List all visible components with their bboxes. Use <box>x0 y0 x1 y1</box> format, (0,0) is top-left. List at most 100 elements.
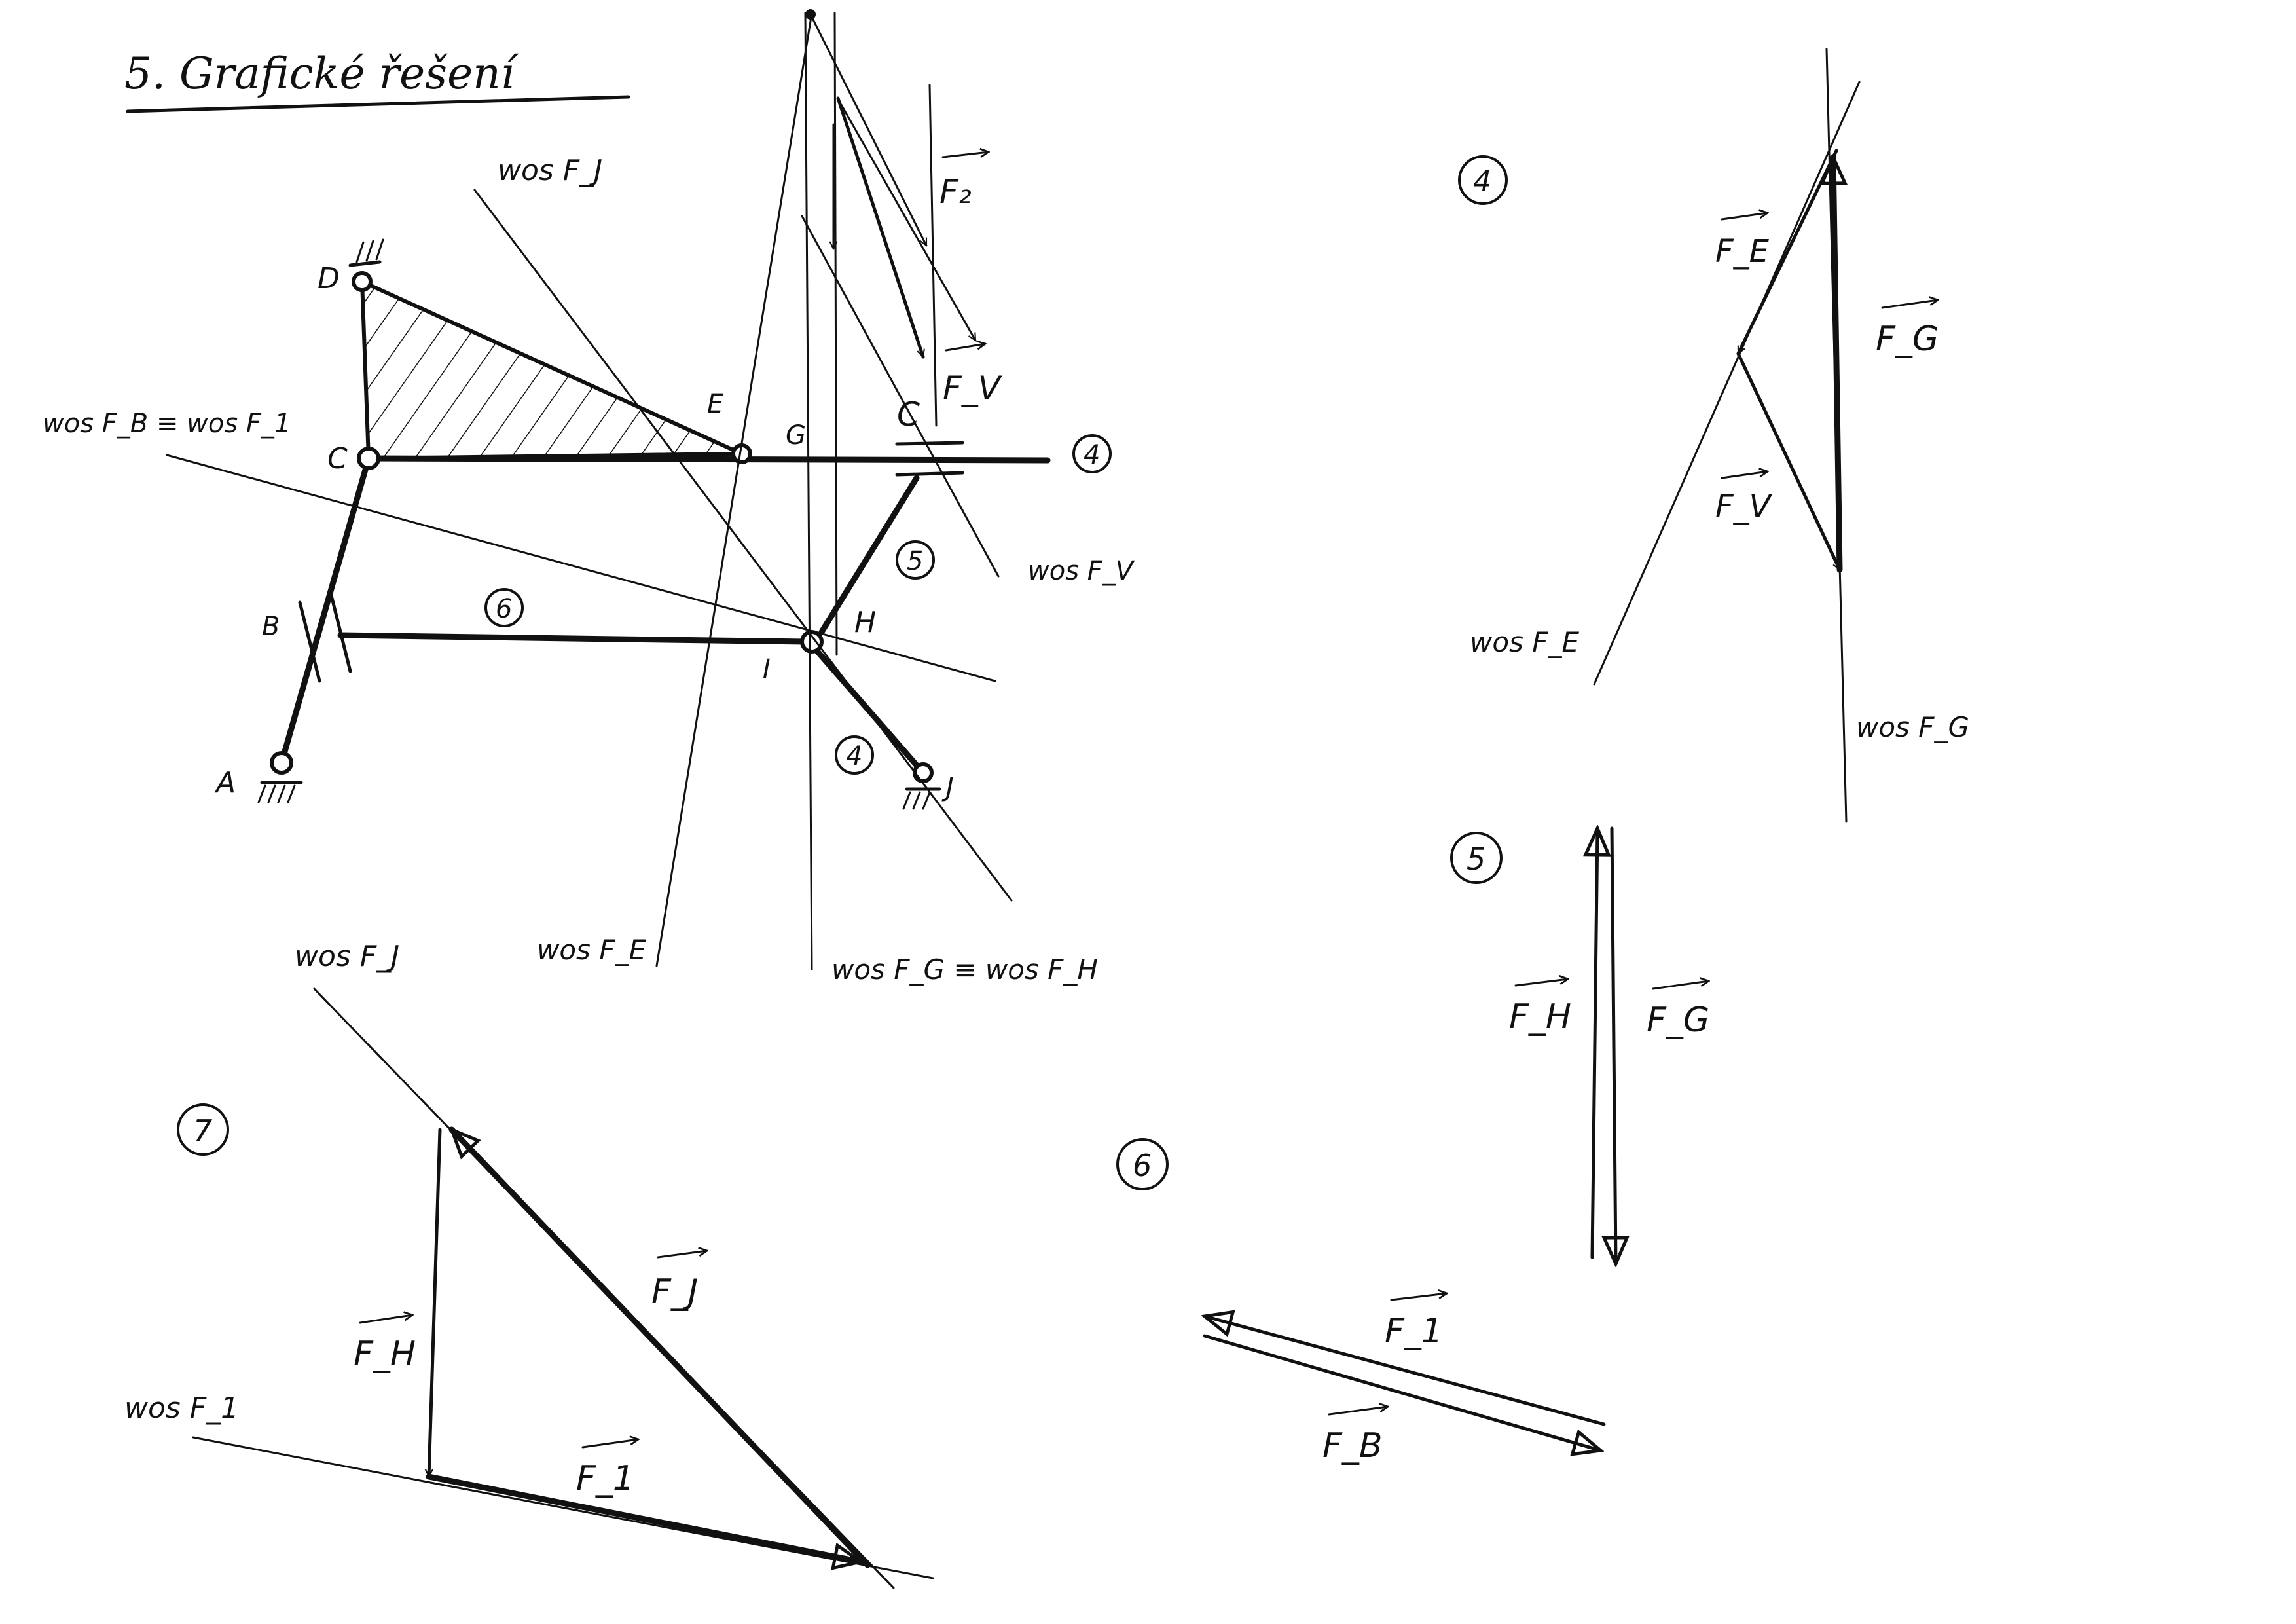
polygon-6-number: 6 <box>1133 1148 1152 1183</box>
member-g-short-double <box>895 441 964 446</box>
polygon-5-number: 5 <box>1467 841 1485 877</box>
polygon-7-vec-fj <box>657 1251 707 1259</box>
joint-c <box>357 447 380 470</box>
member-number-6-circle <box>484 588 524 627</box>
rigid-body-triangle <box>359 278 743 461</box>
polygon-6-label-fb: F_B <box>1322 1426 1383 1466</box>
polygon-4-label-fe: F_E <box>1715 233 1770 270</box>
polygon-5-vec-fh <box>1514 979 1568 987</box>
force-fv-arrow <box>836 96 923 359</box>
member-number-5-circle <box>896 540 935 580</box>
vec-mark-f2 <box>941 152 989 158</box>
member-number-4-right: 4 <box>1084 440 1100 470</box>
polygon-7-label-wos-f1: wos F_1 <box>124 1392 239 1425</box>
polygon-7-f1-arrow <box>426 1473 861 1562</box>
polygon-7-fj-arrow <box>448 1130 871 1568</box>
polygon-5-label-fg: F_G <box>1647 1001 1709 1040</box>
polygon-5-number-circle <box>1450 832 1503 884</box>
polygon-6-fb-arrow <box>1203 1334 1601 1450</box>
label-point-g: G <box>786 420 806 451</box>
joint-a <box>270 751 293 775</box>
heading-underline <box>126 95 630 113</box>
polygon-4-vec-fg <box>1881 300 1938 309</box>
label-point-i: I <box>763 654 771 684</box>
wos-fg-fh-line <box>804 12 813 970</box>
label-point-a: A <box>214 766 236 800</box>
polygon-6-label-f1: F_1 <box>1385 1312 1443 1351</box>
support-d-ground <box>348 238 384 267</box>
polygon-7-vec-f1 <box>581 1439 638 1449</box>
polygon-4-vec-fv <box>1721 471 1768 479</box>
polygon-4-number: 4 <box>1473 165 1491 198</box>
polygon-7-label-f1: F_1 <box>576 1459 634 1498</box>
force-polygon-5: 5 F_H F_G <box>1450 826 1709 1264</box>
slider-b-rail-2 <box>329 591 352 673</box>
polygon-7-label-fj: F_J <box>651 1272 698 1312</box>
polygon-7-number-circle <box>177 1103 229 1156</box>
vertical-g-line <box>833 12 838 656</box>
force-polygon-6: 6 F_1 F_B <box>1116 1138 1606 1466</box>
vec-mark-fv <box>945 344 985 352</box>
force-polygon-7: 7 wos F_J wos F_1 F_J F_H F_1 <box>124 940 934 1589</box>
polygon-4-label-fv: F_V <box>1715 489 1773 525</box>
polygon-5-vec-fg <box>1652 981 1709 990</box>
joint-j <box>913 762 934 783</box>
label-force-f2: F₂ <box>939 173 972 211</box>
heading-group: 5. Grafické řešení <box>124 48 630 113</box>
polygon-5-label-fh: F_H <box>1509 997 1571 1037</box>
label-point-h: H <box>854 606 876 639</box>
polygon-4-vec-fe <box>1721 213 1768 221</box>
polygon-5-fg-arrow <box>1612 826 1616 1264</box>
slider-b-rail-1 <box>298 600 321 683</box>
member-c-g <box>365 455 1051 464</box>
label-wos-fe: wos F_E <box>537 934 646 966</box>
polygon-4-fg-arrow <box>1833 157 1840 573</box>
member-c-a <box>278 455 372 766</box>
support-j-ground <box>902 787 941 810</box>
polygon-5-fh-arrow <box>1592 828 1597 1259</box>
member-g-short-double-2 <box>895 471 964 477</box>
label-force-c: C <box>897 396 920 434</box>
polygon-6-vec-f1 <box>1390 1293 1447 1301</box>
label-wos-fv: wos F_V <box>1028 556 1135 586</box>
wos-fj-line <box>473 189 1013 902</box>
heading-text: 5. Grafické řešení <box>124 48 520 99</box>
label-point-b: B <box>262 612 280 642</box>
polygon-6-vec-fb <box>1328 1407 1388 1416</box>
polygon-6-f1-arrow <box>1205 1316 1606 1426</box>
wos-fb-f1-line <box>166 454 996 682</box>
joint-d <box>352 271 373 292</box>
member-number-4-lower-circle <box>835 735 874 775</box>
force-fv-ray <box>840 103 977 341</box>
label-wos-fg-fh: wos F_G ≡ wos F_H <box>831 953 1098 986</box>
support-a-ground <box>257 781 303 803</box>
polygon-4-label-fg: F_G <box>1876 320 1939 359</box>
member-number-4-right-circle <box>1072 434 1112 473</box>
force-polygon-4: 4 F_E F_G F_V wos F_E wos F_G <box>1458 48 1969 823</box>
polygon-7-vec-fh <box>359 1315 412 1324</box>
polygon-6-number-circle <box>1116 1138 1169 1190</box>
wos-fe-line <box>655 12 813 967</box>
polygon-7-label-fh: F_H <box>354 1335 416 1374</box>
wos-fv-line <box>801 215 1000 578</box>
member-6 <box>337 632 809 645</box>
label-point-j: J <box>941 772 954 802</box>
member-number-4-lower: 4 <box>846 741 862 771</box>
polygon-4-wos-fe-line <box>1593 81 1861 686</box>
polygon-7-label-wos-fj: wos F_J <box>295 940 399 973</box>
mechanism-diagram: D C E G B H I A J F₂ F_V C wos F_J wos F… <box>43 9 1135 986</box>
polygon-4-fv-arrow <box>1736 352 1842 572</box>
label-point-e: E <box>707 389 724 419</box>
label-wos-fj: wos F_J <box>498 154 602 187</box>
member-number-6: 6 <box>496 594 512 624</box>
polygon-7-fh-arrow <box>429 1128 442 1479</box>
vertical-right-line <box>928 84 938 427</box>
member-number-5: 5 <box>907 546 923 576</box>
label-force-fv: F_V <box>943 369 1003 407</box>
polygon-4-label-wos-fg: wos F_G <box>1856 711 1969 743</box>
label-point-d: D <box>318 262 340 295</box>
label-wos-fb-f1: wos F_B ≡ wos F_1 <box>43 409 291 439</box>
label-point-c: C <box>327 442 348 475</box>
polygon-7-number: 7 <box>193 1113 212 1149</box>
